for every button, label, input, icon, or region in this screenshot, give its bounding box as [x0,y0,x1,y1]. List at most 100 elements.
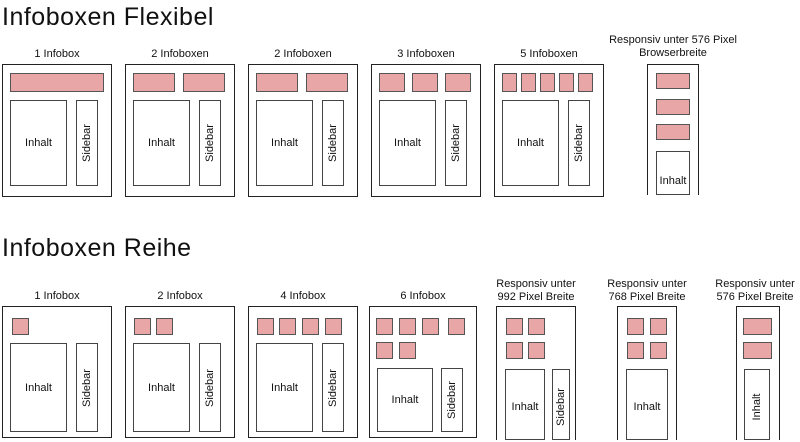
infobox-reihe-5-1 [506,318,523,335]
reihe-7-content-label: Inhalt [751,393,763,421]
infobox-reihe-5-3 [506,342,523,359]
reihe-4-sidebar-area [441,368,463,432]
caption-flex-4: 3 Infoboxen [397,48,455,60]
reihe-2-content-label: Inhalt [148,381,175,394]
infobox-reihe-4-1 [376,318,393,335]
infobox-flex-5-4 [559,73,574,92]
infobox-reihe-3-1 [257,318,274,335]
flex-2-sidebar-area [199,100,221,186]
flex-3-sidebar-area [322,100,344,186]
infobox-flex-5-2 [521,73,536,92]
infobox-flex-1-1 [10,73,104,92]
flex-3-content-label: Inhalt [271,137,298,149]
reihe-3-content-area [256,343,313,432]
flex-1-content-label: Inhalt [25,137,52,149]
section-title-flexibel: Infoboxen Flexibel [2,3,214,31]
infobox-flex-5-1 [502,73,517,92]
infobox-reihe-3-3 [302,318,319,335]
infobox-reihe-6-2 [650,318,667,335]
infobox-flex-4-1 [379,73,405,92]
reihe-5-sidebar-area [552,369,570,440]
reihe-1-sidebar-label: Sidebar [81,368,93,407]
reihe-3-sidebar-label: Sidebar [327,368,339,407]
flex-1-content-area [10,100,67,186]
reihe-6-content-label: Inhalt [633,401,661,413]
infobox-reihe-5-4 [528,342,545,359]
reihe-4-sidebar-label: Sidebar [446,381,458,419]
reihe-6-content-area [626,369,668,440]
infobox-flex-3-1 [256,73,298,92]
flex-2-sidebar-label: Sidebar [204,124,216,162]
infobox-flex-6-3 [656,124,690,140]
flex-5-content-label: Inhalt [517,137,544,149]
flex-1-sidebar-area [76,100,98,186]
infobox-flex-3-2 [306,73,348,92]
flex-6-content-label: Inhalt [659,175,687,187]
infobox-reihe-6-1 [627,318,644,335]
caption-flex-1: 1 Infobox [34,48,80,60]
flex-3-content-area [256,100,313,186]
reihe-2-sidebar-label: Sidebar [204,368,216,407]
caption-reihe-3: 4 Infobox [280,290,326,302]
flex-6-content-area [656,151,690,195]
flex-4-content-label: Inhalt [394,137,421,149]
caption-reihe-4: 6 Infobox [400,290,446,302]
reihe-5-content-label: Inhalt [511,401,539,413]
reihe-5-sidebar-label: Sidebar [555,388,567,426]
reihe-3-content-label: Inhalt [271,381,298,394]
caption-reihe-1: 1 Infobox [34,290,80,302]
reihe-4-content-area [377,368,433,432]
reihe-5-content-area [505,369,545,440]
reihe-1-sidebar-area [76,343,98,432]
flex-2-content-area [133,100,190,186]
reihe-4-content-label: Inhalt [391,394,419,406]
reihe-7-content-area [744,369,770,440]
caption-flex-5: 5 Infoboxen [520,48,578,60]
flex-4-content-area [379,100,436,186]
infobox-flex-5-3 [540,73,555,92]
infobox-flex-6-1 [656,73,690,89]
flex-5-content-area [502,100,559,186]
infobox-reihe-6-4 [650,342,667,359]
infobox-reihe-3-2 [279,318,296,335]
caption-flex-3: 2 Infoboxen [274,48,332,60]
flex-3-sidebar-label: Sidebar [327,124,339,162]
infobox-reihe-2-2 [156,318,173,335]
infobox-reihe-4-6 [399,342,416,359]
flex-2-content-label: Inhalt [148,137,175,149]
reihe-1-content-label: Inhalt [25,381,52,394]
infobox-flex-2-1 [133,73,175,92]
caption-flex-2: 2 Infoboxen [151,48,209,60]
infobox-reihe-1-1 [12,318,29,335]
flex-5-sidebar-area [568,100,590,186]
infobox-reihe-3-4 [325,318,342,335]
infobox-reihe-2-1 [134,318,151,335]
flex-5-sidebar-label: Sidebar [573,124,585,162]
infobox-reihe-4-5 [376,342,393,359]
infobox-flex-4-3 [445,73,471,92]
infobox-flex-2-2 [183,73,225,92]
flex-1-sidebar-label: Sidebar [81,124,93,162]
infobox-reihe-6-3 [627,342,644,359]
infobox-reihe-7-1 [743,318,772,335]
flex-4-sidebar-area [445,100,467,186]
infobox-flex-6-2 [656,99,690,115]
infobox-flex-4-2 [412,73,438,92]
reihe-2-sidebar-area [199,343,221,432]
infobox-flex-5-5 [578,73,593,92]
reihe-1-content-area [10,343,67,432]
flex-4-sidebar-label: Sidebar [450,124,462,162]
reihe-3-sidebar-area [322,343,344,432]
infobox-reihe-4-3 [422,318,439,335]
section-title-reihe: Infoboxen Reihe [2,234,192,262]
infobox-reihe-4-2 [399,318,416,335]
reihe-2-content-area [133,343,190,432]
infobox-reihe-4-4 [448,318,465,335]
infobox-reihe-5-2 [528,318,545,335]
infobox-reihe-7-2 [743,342,772,359]
caption-reihe-2: 2 Infobox [157,290,203,302]
